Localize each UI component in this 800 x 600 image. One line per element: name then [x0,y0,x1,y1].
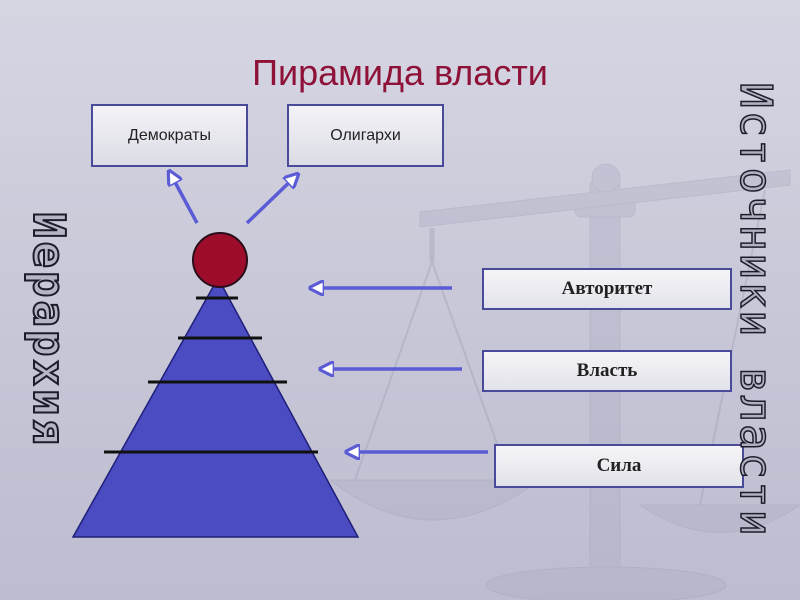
box-oligarchs: Олигархи [287,104,444,167]
box-power-label: Власть [576,360,638,381]
box-democrats-label: Демократы [128,126,211,144]
apex-circle [192,232,248,288]
box-authority-label: Авторитет [561,278,653,299]
box-force: Сила [494,444,744,488]
box-oligarchs-label: Олигархи [330,126,401,144]
arrow-to-democrats [169,171,199,224]
box-power: Власть [482,350,732,392]
box-democrats: Демократы [91,104,248,167]
box-force-label: Сила [596,455,642,476]
pyramid [71,276,360,538]
arrow-to-oligarchs [245,174,298,225]
box-authority: Авторитет [482,268,732,310]
power-sources-vertical-label: Источники власти [729,81,782,538]
hierarchy-vertical-label: Иерархия [22,211,75,449]
slide-title: Пирамида власти [252,52,548,93]
